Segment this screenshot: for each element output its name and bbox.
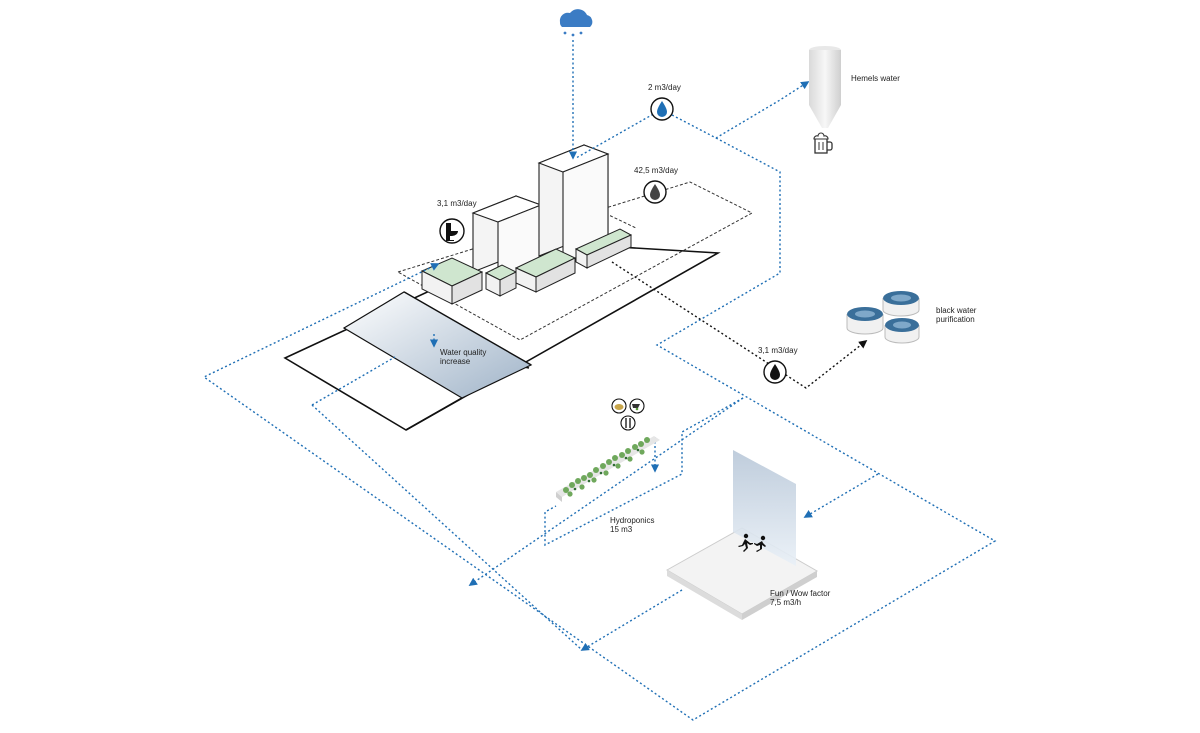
water-screen: [733, 450, 796, 566]
pond-area: [342, 291, 533, 399]
grey-flow-label: 42,5 m3/day: [634, 166, 679, 175]
hydroponics-planters: [556, 436, 660, 502]
water-drop-icon: [650, 97, 674, 121]
pond-label-line2: increase: [440, 357, 471, 366]
black-water-drop-icon: [763, 360, 787, 384]
wheelbarrow-icon: [629, 398, 645, 414]
green-roof-blocks: [420, 228, 633, 305]
rain-cloud-icon: [559, 9, 593, 37]
hydroponics-label-line2: 15 m3: [610, 525, 633, 534]
beer-mug-icon: [813, 132, 833, 154]
food-icon: [611, 398, 627, 414]
hydroponics-label-line1: Hydroponics: [610, 516, 655, 525]
running-people-icon: [738, 533, 766, 552]
fun-label-line1: Fun / Wow factor: [770, 589, 831, 598]
fun-wow-platform: [665, 450, 819, 620]
fun-label-line2: 7,5 m3/h: [770, 598, 802, 607]
blue-water-flows: [202, 40, 997, 721]
purification-label-line1: black water: [936, 306, 977, 315]
black-flow-label: 3,1 m3/day: [758, 346, 798, 355]
black-water-flow: [611, 261, 868, 389]
grey-water-drop-icon: [643, 180, 667, 204]
building-footprint-dashed: [396, 181, 754, 341]
purification-label-line2: purification: [936, 315, 975, 324]
silo-icon: [809, 46, 841, 128]
rain-flow-label: 2 m3/day: [648, 83, 681, 92]
hemels-water-label: Hemels water: [851, 74, 900, 83]
water-jets: [688, 500, 762, 600]
toilet-icon: [439, 218, 465, 244]
cutlery-icon: [620, 415, 636, 431]
toilet-flow-label: 3,1 m3/day: [437, 199, 477, 208]
purification-tanks-icon: [846, 291, 920, 344]
pond-label-line1: Water quality: [440, 348, 487, 357]
